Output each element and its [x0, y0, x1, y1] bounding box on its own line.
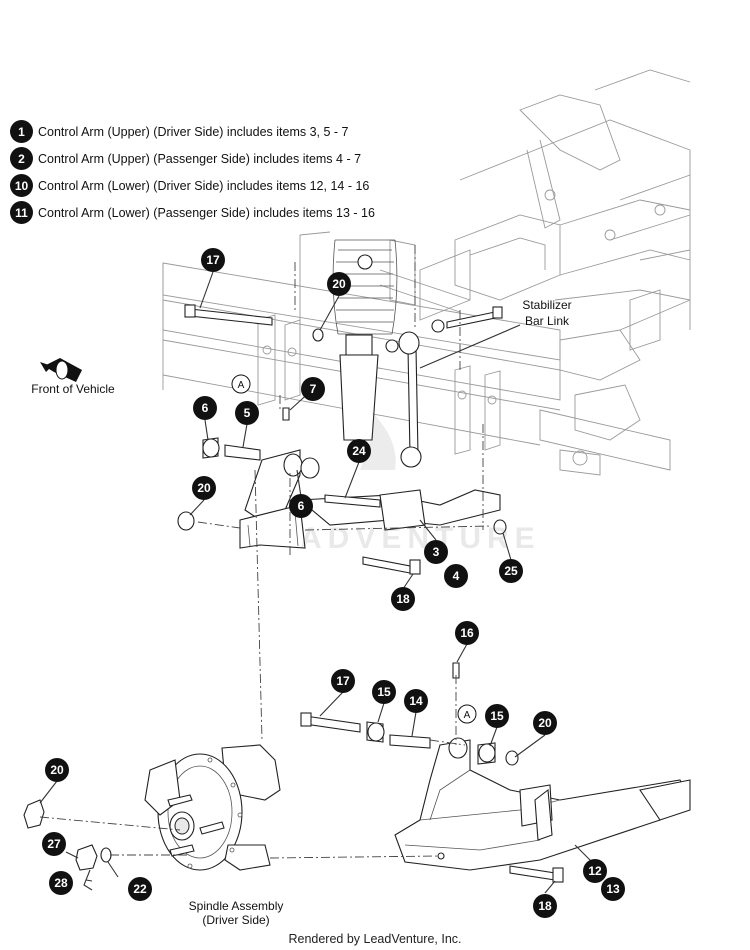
footer-credit: Rendered by LeadVenture, Inc.: [288, 932, 462, 946]
callout-badge: 16: [455, 621, 479, 645]
vehicle-frame: [162, 69, 691, 476]
callout-badge: 3: [424, 540, 448, 564]
svg-text:A: A: [238, 380, 245, 391]
alignment-lines: [39, 245, 521, 859]
front-of-vehicle-label: Front of Vehicle: [31, 382, 115, 396]
svg-text:22: 22: [133, 882, 147, 896]
svg-text:17: 17: [206, 253, 220, 267]
svg-text:20: 20: [197, 481, 211, 495]
callout-badge: 22: [128, 877, 152, 901]
svg-text:6: 6: [298, 499, 305, 513]
legend-badge: 10: [10, 174, 33, 197]
legend-badge: 2: [10, 147, 33, 170]
svg-text:A: A: [464, 710, 471, 721]
callout-badge: 18: [533, 894, 557, 918]
svg-text:5: 5: [244, 406, 251, 420]
svg-text:6: 6: [202, 401, 209, 415]
svg-text:15: 15: [377, 685, 391, 699]
legend-badge: 1: [10, 120, 33, 143]
legend-text: Control Arm (Lower) (Passenger Side) inc…: [38, 205, 375, 220]
svg-text:ADVENTURE: ADVENTURE: [300, 522, 541, 555]
callout-badge: 27: [42, 832, 66, 856]
spindle-label-2: (Driver Side): [202, 913, 269, 927]
stabilizer-label-1: Stabilizer: [522, 298, 571, 312]
callout-badge: 5: [235, 401, 259, 425]
callout-badge: 17: [331, 669, 355, 693]
spindle-assembly: [144, 744, 281, 871]
callout-badge: 25: [499, 559, 523, 583]
callout-badge: 20: [192, 476, 216, 500]
callout-badge: 14: [404, 689, 428, 713]
parts-legend: 1 Control Arm (Upper) (Driver Side) incl…: [10, 118, 375, 226]
svg-text:15: 15: [490, 709, 504, 723]
callout-badge: 6: [289, 494, 313, 518]
spindle-label-1: Spindle Assembly: [189, 899, 284, 913]
legend-badge: 11: [10, 201, 33, 224]
callout-badge: 17: [201, 248, 225, 272]
ref-marker-a: A: [457, 704, 477, 724]
callout-badge: 4: [444, 564, 468, 588]
legend-text: Control Arm (Upper) (Passenger Side) inc…: [38, 151, 362, 166]
upper-hardware: [177, 304, 507, 575]
svg-text:20: 20: [332, 277, 346, 291]
callout-badge: 15: [372, 680, 396, 704]
callout-badge: 6: [193, 396, 217, 420]
svg-text:18: 18: [396, 592, 410, 606]
ref-marker-a: A: [231, 374, 251, 394]
svg-text:14: 14: [409, 694, 423, 708]
legend-row: 2 Control Arm (Upper) (Passenger Side) i…: [10, 145, 375, 172]
watermark: ADVENTURE: [300, 410, 541, 555]
front-arrow-icon: [40, 358, 82, 382]
legend-row: 1 Control Arm (Upper) (Driver Side) incl…: [10, 118, 375, 145]
callout-badge: 20: [327, 272, 351, 296]
callout-leaders: [39, 271, 596, 894]
svg-text:20: 20: [538, 716, 552, 730]
shock-absorber: [332, 239, 398, 441]
callout-badge: 28: [49, 871, 73, 895]
callout-badge: 20: [533, 711, 557, 735]
svg-text:7: 7: [310, 382, 317, 396]
callout-badge: 24: [347, 439, 371, 463]
callout-badge: 20: [45, 758, 69, 782]
svg-text:24: 24: [352, 444, 366, 458]
svg-text:13: 13: [606, 882, 620, 896]
svg-text:3: 3: [433, 545, 440, 559]
svg-text:16: 16: [460, 626, 474, 640]
spindle-hardware: [23, 799, 112, 891]
callout-badge: 18: [391, 587, 415, 611]
callout-badge: 15: [485, 704, 509, 728]
svg-text:18: 18: [538, 899, 552, 913]
callout-badge: 13: [601, 877, 625, 901]
legend-text: Control Arm (Upper) (Driver Side) includ…: [38, 124, 349, 139]
svg-text:27: 27: [47, 837, 61, 851]
lower-hardware: [300, 662, 564, 883]
svg-text:4: 4: [453, 569, 460, 583]
lower-control-arm: [394, 737, 691, 871]
svg-text:28: 28: [54, 876, 68, 890]
svg-text:12: 12: [588, 864, 602, 878]
legend-row: 11 Control Arm (Lower) (Passenger Side) …: [10, 199, 375, 226]
svg-text:17: 17: [336, 674, 350, 688]
svg-text:20: 20: [50, 763, 64, 777]
callout-badge: 12: [583, 859, 607, 883]
svg-text:25: 25: [504, 564, 518, 578]
callout-badge: 7: [301, 377, 325, 401]
legend-text: Control Arm (Lower) (Driver Side) includ…: [38, 178, 370, 193]
legend-row: 10 Control Arm (Lower) (Driver Side) inc…: [10, 172, 375, 199]
stabilizer-label-2: Bar Link: [525, 314, 570, 328]
